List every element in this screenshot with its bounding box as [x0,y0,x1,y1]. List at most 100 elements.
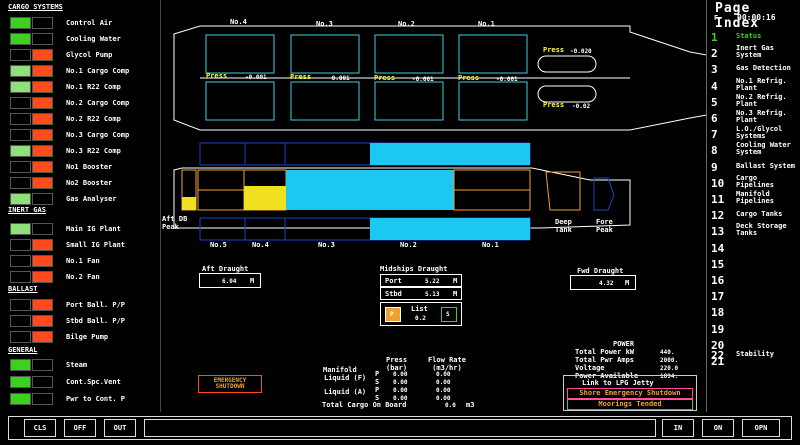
page-index-number[interactable]: 19 [711,322,725,336]
press-label-no4: Press [206,72,228,80]
page-index-number[interactable]: 14 [711,241,725,255]
system-label[interactable]: Bilge Pump [66,333,109,341]
page-index-link[interactable]: No.2 Refrig. Plant [736,92,787,108]
manifold-press-1: 0.00 [393,371,408,378]
page-index-number[interactable]: 11 [711,193,725,206]
page-index-number[interactable]: 13 [711,225,725,239]
page-index-link[interactable]: No.1 Refrig. Plant [736,76,787,92]
system-label[interactable]: Control Air [66,19,113,27]
status-indicator-off [32,177,53,189]
page-index-link[interactable]: Cargo Tanks [736,210,783,219]
port-draught-box: Port 5.22 M [380,274,462,287]
status-indicator-on [10,161,31,173]
aft-draught-unit: M [250,277,255,285]
page-index-number[interactable]: 9 [711,160,718,174]
panel-divider [706,0,707,412]
command-input-field[interactable] [144,419,656,437]
on-button[interactable]: ON [702,419,734,437]
page-index-number[interactable]: 1 [711,31,718,44]
press-label-dome-top: Press [543,46,565,54]
page-index-number[interactable]: 17 [711,290,725,304]
page-index-number[interactable]: 21 [711,355,725,368]
page-index-link[interactable]: Status [736,32,762,40]
page-index-number[interactable]: 18 [711,306,725,320]
system-label[interactable]: No.1 R22 Comp [66,83,121,91]
moorings-tended[interactable]: Moorings Tended [567,399,693,410]
page-index-link[interactable]: Ballast System [736,161,796,170]
system-label[interactable]: Cont.Spc.Vent [66,378,121,386]
page-index-number[interactable]: 20 [711,338,725,352]
page-index-number[interactable]: 22 [711,349,725,362]
system-label[interactable]: Main IG Plant [66,225,121,233]
status-indicator-off [32,129,53,141]
section-header: GENERAL [8,346,38,354]
list-label: List [411,305,428,313]
page-index-number[interactable]: 12 [711,209,725,223]
system-label[interactable]: Stbd Ball. P/P [66,317,126,325]
tank-label-no2: No.2 [398,20,415,28]
page-index-title: Page Index [715,1,760,31]
page-index-number[interactable]: 8 [711,144,718,158]
system-label[interactable]: Port Ball. P/P [66,301,126,309]
page-index-link[interactable]: Cargo Pipelines [736,173,774,189]
page-index-link[interactable]: Deck Storage Tanks [736,222,787,238]
status-indicator-off [32,145,53,157]
system-label[interactable]: No.2 Cargo Comp [66,99,130,107]
page-index-f: F [714,14,719,22]
system-label[interactable]: Small IG Plant [66,241,126,249]
tank-no3-stbd [290,81,360,121]
status-indicator-off [32,193,53,205]
page-index-link[interactable]: Gas Detection [736,64,791,73]
page-index-link[interactable]: Inert Gas System [736,44,774,60]
system-label[interactable]: Cooling Water [66,35,121,43]
press-value-no4: -0.001 [245,74,267,81]
system-label[interactable]: No.2 R22 Comp [66,115,121,123]
status-indicator-off [32,33,53,45]
tank-label-no1: No.1 [478,20,495,28]
emergency-shutdown-button[interactable]: EMERGENCY SHUTDOWN [198,375,262,393]
system-label[interactable]: Gas Analyser [66,195,117,203]
page-index-number[interactable]: 7 [711,128,718,142]
jetty-link-label: Link to LPG Jetty [582,379,654,387]
system-label[interactable]: Steam [66,361,88,369]
system-label[interactable]: No.2 Fan [66,273,100,281]
page-index-number[interactable]: 10 [711,176,725,190]
page-index-number[interactable]: 15 [711,257,725,271]
page-index-number[interactable]: 6 [711,112,718,125]
manifold-press-2: 0.00 [393,379,408,386]
system-label[interactable]: No.3 Cargo Comp [66,131,130,139]
label-aft-db-peak: Aft DB Peak [162,215,188,231]
status-indicator-off [32,113,53,125]
page-index-number[interactable]: 3 [711,63,718,77]
label-deep-tank: Deep Tank [555,218,572,234]
page-index-link[interactable]: L.O./Glycol Systems [736,125,783,141]
status-indicator-off [32,65,53,77]
manifold-liquid-a: Liquid (A) [324,388,367,396]
manifold-press-header: Press (bar) [386,356,408,372]
system-label[interactable]: No.1 Fan [66,257,100,265]
off-button[interactable]: OFF [64,419,96,437]
page-index-number[interactable]: 16 [711,274,725,287]
tank-no2-port [374,34,444,74]
system-label[interactable]: No.1 Cargo Comp [66,67,130,75]
cls-button[interactable]: CLS [24,419,56,437]
system-label[interactable]: Glycol Pump [66,51,113,59]
page-index-link[interactable]: Manifold Pipelines [736,190,774,205]
stbd-label: Stbd [385,290,402,298]
shore-emergency-shutdown[interactable]: Shore Emergency Shutdown [567,388,693,399]
deep-tank [545,171,581,211]
in-button[interactable]: IN [662,419,694,437]
system-label[interactable]: No1 Booster [66,163,113,171]
out-button[interactable]: OUT [104,419,136,437]
page-index-link[interactable]: Cooling Water System [736,141,791,157]
emergency-shutdown-label: EMERGENCY SHUTDOWN [213,377,247,390]
page-index-number[interactable]: 5 [711,95,718,109]
page-index-number[interactable]: 2 [711,47,718,61]
page-index-link[interactable]: No.3 Refrig. Plant [736,109,787,124]
opn-button[interactable]: OPN [742,419,780,437]
system-label[interactable]: Pwr to Cont. P [66,395,126,403]
system-label[interactable]: No2 Booster [66,179,113,187]
system-label[interactable]: No.3 R22 Comp [66,147,121,155]
page-index-link[interactable]: Stability [736,350,774,358]
page-index-number[interactable]: 4 [711,79,718,93]
